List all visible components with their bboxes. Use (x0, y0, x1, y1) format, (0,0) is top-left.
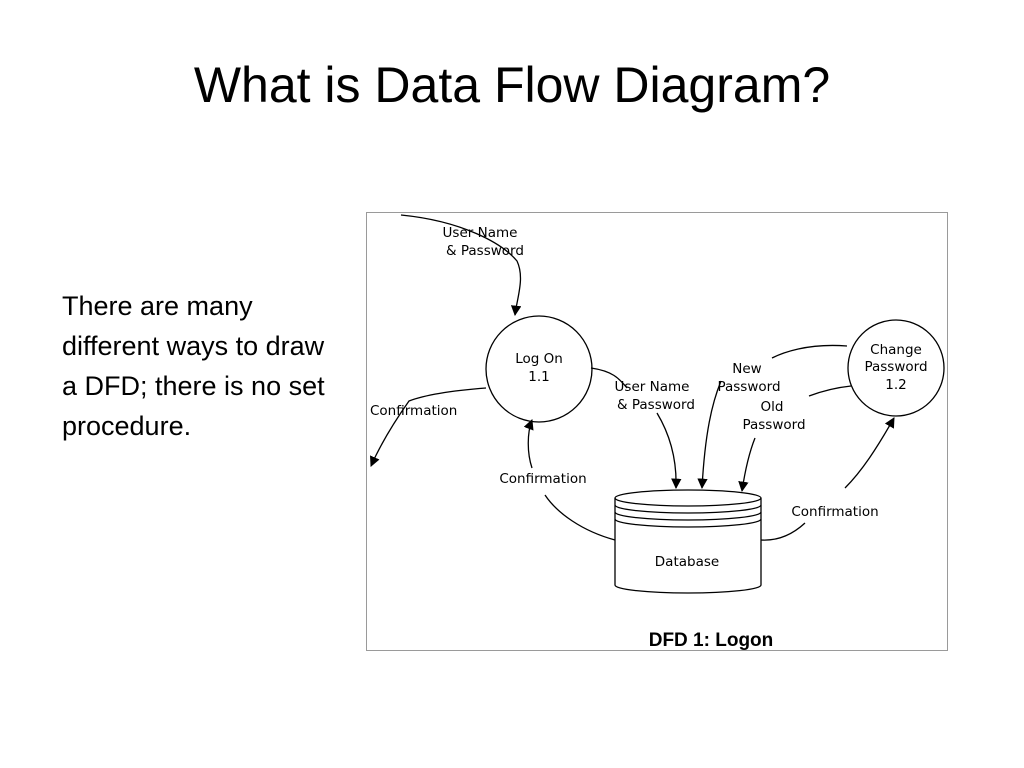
flow-to-db-arrow (590, 367, 676, 488)
diagram-caption: DFD 1: Logon (649, 630, 774, 650)
process-change-password-name-1: Change (870, 342, 922, 358)
flow-db-to-logon-arrow (528, 420, 616, 541)
flow-input-label-1: User Name (443, 225, 518, 241)
flow-to-db-label-2: & Password (617, 397, 695, 413)
flow-input-arrow (400, 214, 522, 317)
data-store-database (614, 489, 762, 594)
slide-title: What is Data Flow Diagram? (193, 57, 831, 113)
flow-confirmation-out-label: Confirmation (370, 403, 457, 419)
flow-db-to-logon-label: Confirmation (499, 471, 586, 487)
dfd-diagram: Log On 1.1 Change Password 1.2 Database … (366, 212, 948, 651)
data-store-label: Database (655, 554, 719, 570)
flow-old-password-arrow (742, 385, 852, 491)
flow-to-db-label-1: User Name (615, 379, 690, 395)
body-text: There are many different ways to draw a … (62, 291, 325, 441)
flow-db-to-change-label: Confirmation (791, 504, 878, 520)
dfd-canvas: Log On 1.1 Change Password 1.2 Database … (370, 214, 945, 650)
flow-old-password-label-1: Old (761, 399, 784, 415)
flow-confirmation-out-arrow (370, 387, 487, 467)
process-logon-name: Log On (515, 351, 563, 367)
flow-new-password-label-2: Password (717, 379, 780, 395)
flow-input-label-2: & Password (446, 243, 524, 259)
process-change-password-name-2: Password (864, 359, 927, 375)
flow-new-password-arrow (702, 344, 848, 488)
flow-db-to-change-arrow (760, 418, 894, 541)
flow-old-password-label-2: Password (742, 417, 805, 433)
flow-new-password-label-1: New (732, 361, 761, 377)
process-change-password-number: 1.2 (885, 377, 906, 393)
process-logon-number: 1.1 (528, 369, 549, 385)
